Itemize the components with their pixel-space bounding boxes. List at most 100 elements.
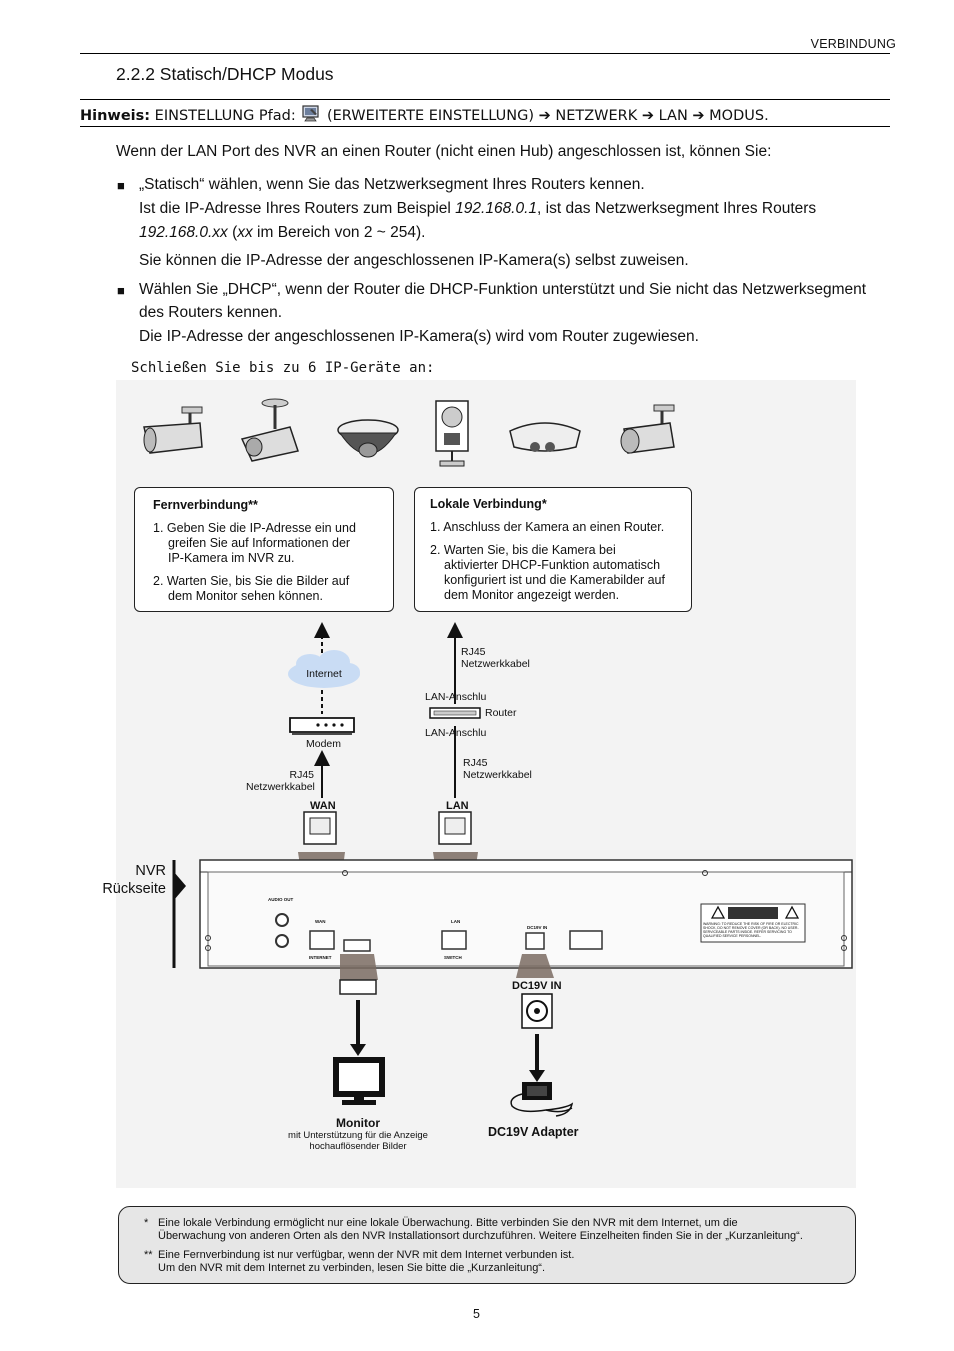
lan-connector-icon (438, 811, 472, 845)
warning-label: WARNING: TO REDUCE THE RISK OF FIRE OR E… (703, 922, 799, 938)
text-line: RJ45 (461, 646, 486, 658)
text-line: 2. Warten Sie, bis Sie die Bilder auf (153, 574, 350, 588)
bullet-1-line-3: 192.168.0.xx (xx im Bereich von 2 ~ 254)… (139, 221, 425, 245)
bullet-1-line-4: Sie können die IP-Adresse der angeschlos… (139, 252, 689, 269)
text-line: konfiguriert ist und die Kamerabilder au… (444, 573, 665, 587)
rj45-label-lan: RJ45 Netzwerkkabel (463, 757, 532, 781)
hdmi-beam (340, 954, 378, 980)
text-line: Netzwerkkabel (246, 781, 315, 793)
ceiling-camera-icon (240, 398, 299, 462)
settings-icon (302, 105, 319, 122)
segment-example: 192.168.0.xx (139, 224, 228, 241)
chapter-header: VERBINDUNG (810, 37, 896, 51)
text-line: 1. Anschluss der Kamera an einen Router. (430, 520, 665, 534)
nvr-pointer (174, 872, 186, 900)
text-line: Netzwerkkabel (463, 769, 532, 781)
bullet-1-line-2: Ist die IP-Adresse Ihres Routers zum Bei… (139, 197, 816, 221)
bullet-2-line-2: des Routers kennen. (139, 304, 283, 321)
internet-label: Internet (306, 668, 342, 680)
remote-step-1: 1. Geben Sie die IP-Adresse ein und grei… (153, 521, 356, 566)
camera-row (143, 398, 675, 467)
remote-connection-box: Fernverbindung** 1. Geben Sie die IP-Adr… (134, 487, 394, 612)
connection-diagram (172, 622, 853, 1117)
local-connection-box: Lokale Verbindung* 1. Anschluss der Kame… (414, 487, 692, 612)
footnote-1: Eine lokale Verbindung ermöglicht nur ei… (158, 1217, 803, 1243)
adapter-label: DC19V Adapter (488, 1125, 579, 1139)
text-span: im Bereich von 2 ~ 254). (252, 224, 426, 241)
text-line: Überwachung von anderen Orten als den NV… (158, 1230, 803, 1242)
text-line: RJ45 (463, 757, 488, 769)
text-line: Eine lokale Verbindung ermöglicht nur ei… (158, 1217, 738, 1229)
text-line: NVR (135, 863, 166, 879)
note-bottom-rule (80, 126, 890, 127)
remote-box-title: Fernverbindung** (153, 498, 258, 512)
text-line: IP-Kamera im NVR zu. (168, 551, 295, 565)
nvr-rear-panel (199, 859, 853, 969)
dc-beam (516, 954, 554, 978)
text-line: Rückseite (102, 881, 166, 897)
hdmi-connector-icon (339, 979, 377, 995)
adapter-arrow-head (529, 1070, 545, 1082)
bullet-square-1: ■ (117, 178, 125, 193)
router-label: Router (485, 707, 517, 719)
text-line: 1. Geben Sie die IP-Adresse ein und (153, 521, 356, 535)
text-span: Ist die IP-Adresse Ihres Routers zum Bei… (139, 200, 456, 217)
lan-port-label-top: LAN-Anschlu (425, 691, 487, 703)
router-ip-example: 192.168.0.1 (455, 200, 538, 217)
intro-text: Wenn der LAN Port des NVR an einen Route… (116, 143, 772, 160)
internet-port-label: INTERNET (309, 955, 332, 960)
text-span: , ist das Netzwerksegment Ihres Routers (537, 200, 817, 217)
monitor-icon (333, 1057, 385, 1105)
monitor-caption: Monitor mit Unterstützung für die Anzeig… (279, 1116, 437, 1152)
monitor-sub-2: hochauflösender Bilder (309, 1141, 407, 1152)
router-icon (429, 707, 481, 719)
bullet-1-line-1: „Statisch“ wählen, wenn Sie das Netzwerk… (139, 176, 645, 193)
modem-icon (289, 717, 355, 735)
remote-step-2: 2. Warten Sie, bis Sie die Bilder auf de… (153, 574, 349, 604)
text-line: Netzwerkkabel (461, 658, 530, 670)
bullet-2-line-1: Wählen Sie „DHCP“, wenn der Router die D… (139, 281, 867, 298)
text-line: greifen Sie auf Informationen der (168, 536, 351, 550)
flat-dome-camera-icon (509, 422, 581, 452)
text-span: ( (227, 224, 238, 241)
note-label: Hinweis: (80, 108, 151, 124)
note-path-start: EINSTELLUNG Pfad: (154, 108, 296, 124)
footnote-2: Eine Fernverbindung ist nur verfügbar, w… (158, 1249, 574, 1275)
box-camera-icon (620, 404, 675, 454)
internet-cloud-icon (288, 650, 360, 688)
text-line: aktivierter DHCP-Funktion automatisch (444, 558, 661, 572)
footnote-1-mark: * (144, 1217, 149, 1229)
dc19v-in-label: DC19V IN (512, 980, 562, 992)
rj45-label-wan: RJ45 Netzwerkkabel (246, 769, 315, 793)
dc-jack-icon (521, 993, 553, 1029)
bullet-camera-icon (143, 406, 203, 454)
text-line: 2. Warten Sie, bis die Kamera bei (430, 543, 616, 557)
text-line: dem Monitor angezeigt werden. (444, 588, 620, 602)
header-divider (80, 53, 890, 54)
section-title: 2.2.2 Statisch/DHCP Modus (116, 64, 334, 84)
monitor-sub-1: mit Unterstützung für die Anzeige (288, 1130, 428, 1141)
lan-port-label-bottom: LAN-Anschlu (425, 727, 487, 739)
bullet-2-line-3: Die IP-Adresse der angeschlossenen IP-Ka… (139, 328, 699, 345)
text-line: Eine Fernverbindung ist nur verfügbar, w… (158, 1249, 575, 1261)
monitor-arrow-head (350, 1044, 366, 1056)
bullet-square-2: ■ (117, 283, 125, 298)
diagram-title: Schließen Sie bis zu 6 IP-Geräte an: (131, 360, 435, 376)
wan-label: WAN (310, 800, 336, 812)
lan-label: LAN (446, 800, 469, 812)
dc-in-port-label: DC19V IN (527, 925, 548, 930)
dome-camera-icon (337, 419, 399, 458)
note-path-rest: (ERWEITERTE EINSTELLUNG) ➔ NETZWERK ➔ LA… (326, 108, 769, 124)
text-line: dem Monitor sehen können. (168, 589, 323, 603)
audio-out-port-label: AUDIO OUT (268, 897, 294, 902)
footnote-box: * Eine lokale Verbindung ermöglicht nur … (118, 1206, 856, 1284)
xx-placeholder: xx (237, 224, 253, 241)
nvr-rear-label: NVR Rückseite (96, 862, 166, 898)
wan-port-label: WAN (315, 919, 326, 924)
note-top-rule (80, 99, 890, 100)
switch-port-label: SWITCH (444, 955, 462, 960)
local-step-2: 2. Warten Sie, bis die Kamera bei aktivi… (430, 543, 665, 603)
text-line: RJ45 (289, 769, 314, 781)
lan-port-label: LAN (451, 919, 461, 924)
monitor-label: Monitor (336, 1116, 380, 1130)
